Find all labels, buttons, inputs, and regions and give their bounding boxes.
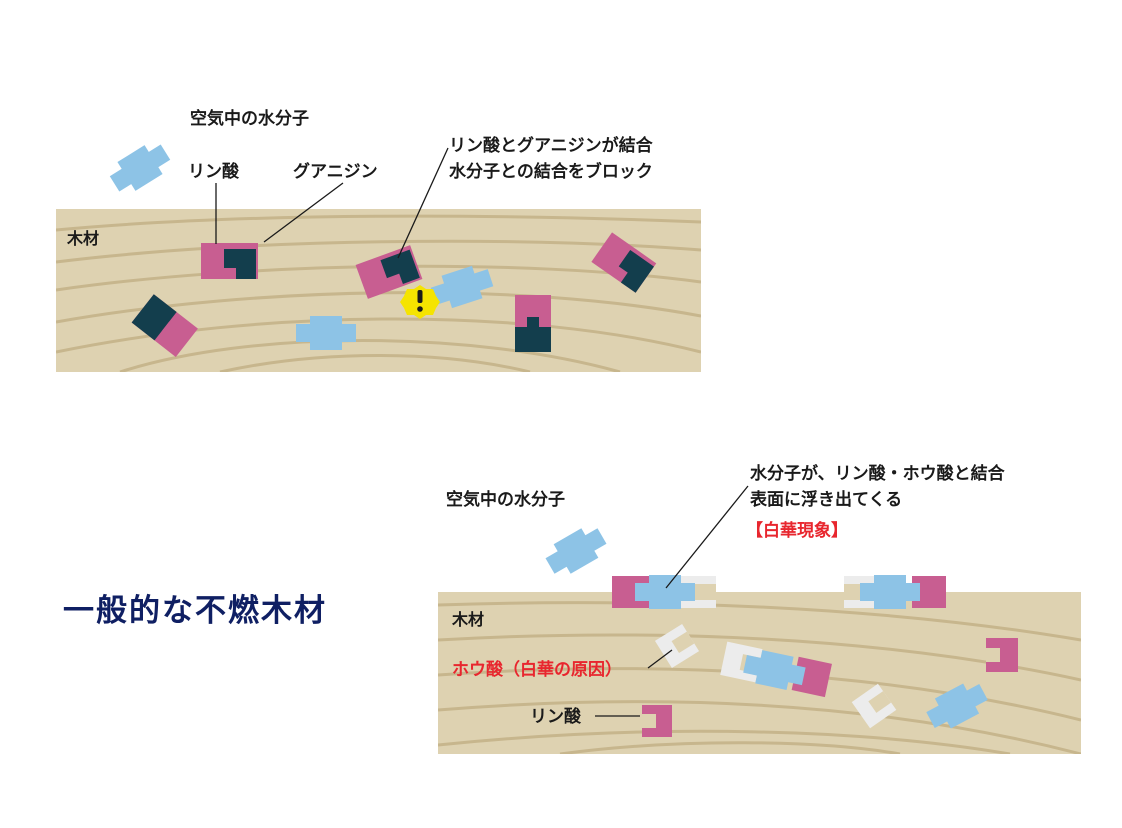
boric-acid bbox=[654, 623, 700, 669]
label-bond-line1-bottom: 水分子が、リン酸・ホウ酸と結合 bbox=[750, 464, 1005, 484]
phosphoric-guanidine-pair bbox=[201, 243, 258, 279]
surface-molecule-cluster bbox=[844, 575, 946, 609]
label-water-molecules-bottom: 空気中の水分子 bbox=[446, 490, 565, 510]
label-bond-line1-top: リン酸とグアニジンが結合 bbox=[449, 136, 653, 156]
label-wood-bottom: 木材 bbox=[452, 610, 485, 629]
page-title: 一般的な不燃木材 bbox=[63, 593, 327, 629]
leader-lines-top bbox=[215, 147, 449, 259]
label-phosphoric-acid-top: リン酸 bbox=[188, 162, 239, 182]
phosphoric-guanidine-pair bbox=[591, 232, 657, 293]
warning-icon bbox=[400, 285, 440, 319]
phosphoric-acid bbox=[642, 705, 672, 737]
label-guanidine: グアニジン bbox=[293, 162, 378, 182]
water-boric-phosphoric-cluster bbox=[720, 641, 832, 698]
label-bond-line2-top: 水分子との結合をブロック bbox=[449, 162, 653, 182]
label-phosphoric-acid-bottom: リン酸 bbox=[530, 707, 581, 727]
phosphoric-guanidine-pair bbox=[131, 294, 198, 358]
water-molecule bbox=[541, 521, 611, 581]
label-boric-acid: ホウ酸（白華の原因） bbox=[452, 660, 622, 680]
water-molecule bbox=[105, 137, 175, 199]
label-efflorescence: 【白華現象】 bbox=[746, 521, 848, 541]
boric-acid bbox=[851, 683, 897, 729]
phosphoric-acid bbox=[986, 638, 1018, 672]
label-wood-top: 木材 bbox=[67, 229, 100, 248]
leader-lines-bottom bbox=[595, 485, 749, 717]
phosphoric-guanidine-pair bbox=[515, 295, 551, 352]
surface-molecule-cluster bbox=[612, 575, 716, 609]
label-bond-line2-bottom: 表面に浮き出てくる bbox=[750, 490, 903, 510]
phosphoric-guanidine-pair bbox=[355, 245, 423, 299]
label-water-molecules-top: 空気中の水分子 bbox=[190, 109, 309, 129]
